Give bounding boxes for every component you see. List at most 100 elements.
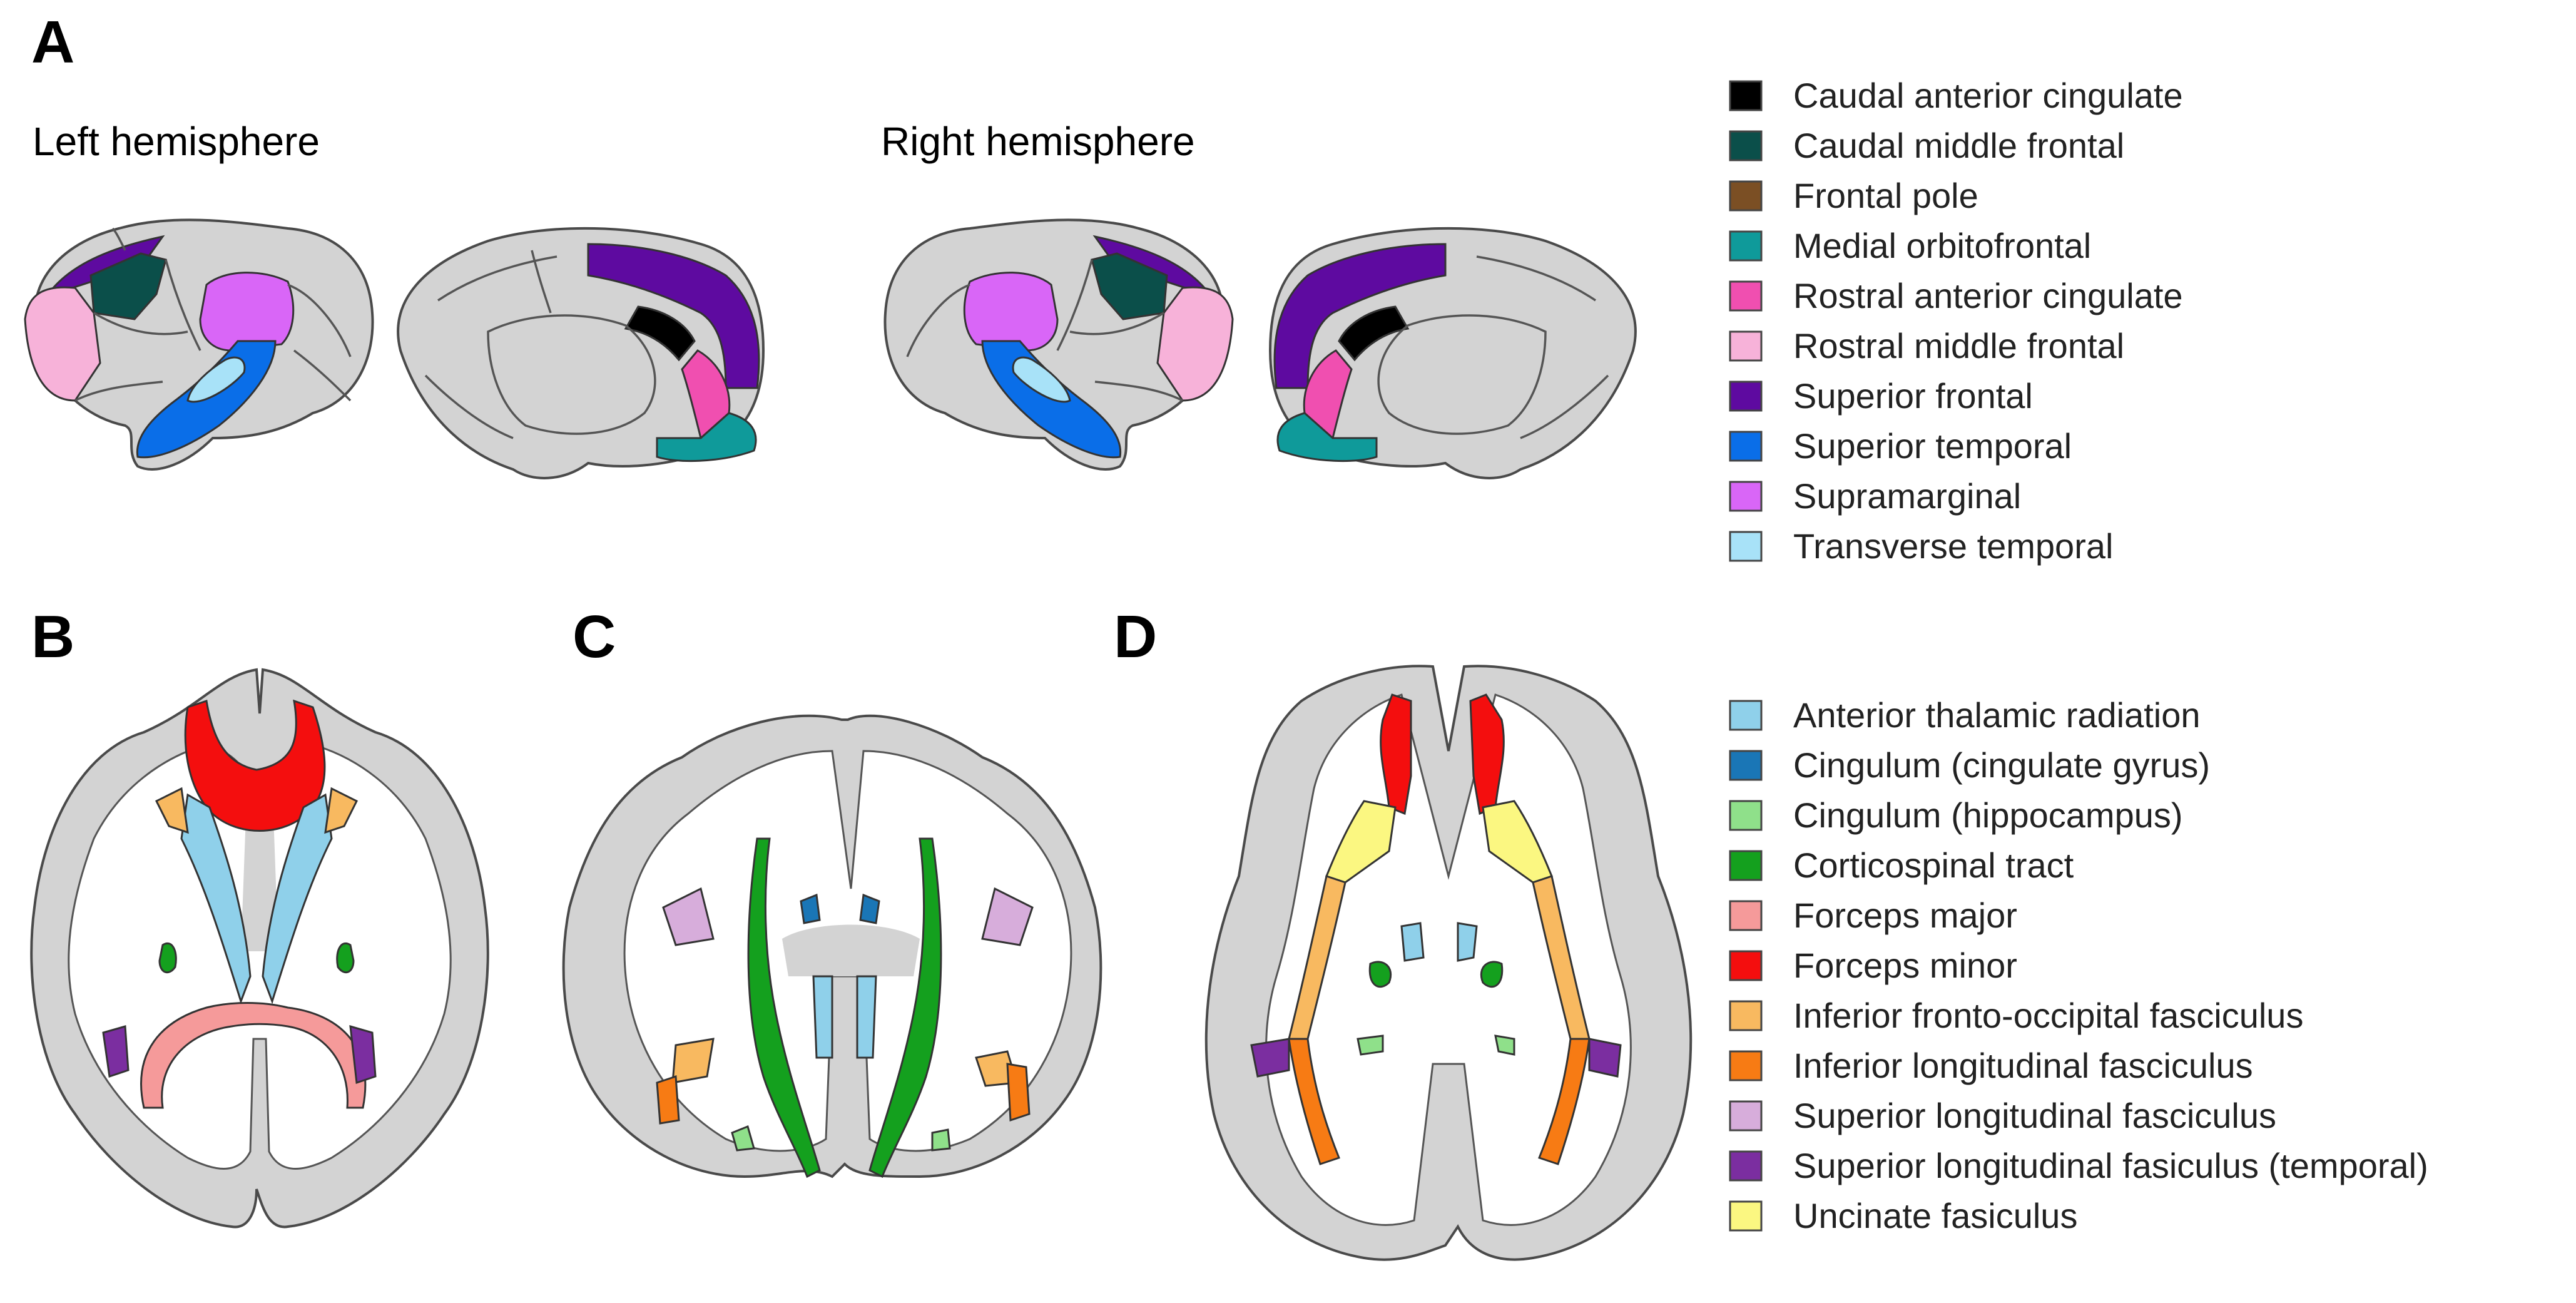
tract-legend-item: Inferior longitudinal fasciculus xyxy=(1729,1046,2253,1085)
tract-legend-item: Cingulum (cingulate gyrus) xyxy=(1729,745,2210,785)
legend-label: Superior temporal xyxy=(1793,426,2072,466)
legend-swatch xyxy=(1729,800,1763,831)
right-hemisphere-title: Right hemisphere xyxy=(881,119,1195,164)
tract-legend-item: Forceps minor xyxy=(1729,946,2017,985)
superior-frontal-medial-right-region xyxy=(1273,243,1447,389)
supramarginal-region xyxy=(199,272,295,352)
panel-a-label: A xyxy=(31,9,74,76)
tract-legend-item: Superior longitudinal fasiculus (tempora… xyxy=(1729,1146,2428,1185)
legend-label: Uncinate fasiculus xyxy=(1793,1196,2077,1235)
legend-label: Caudal anterior cingulate xyxy=(1793,76,2183,115)
ifof-b-right xyxy=(324,787,359,834)
cingulum-gyrus-c-right xyxy=(859,893,880,924)
legend-label: Transverse temporal xyxy=(1793,526,2113,566)
cortical-legend-item: Caudal anterior cingulate xyxy=(1729,76,2183,115)
legend-label: Cingulum (cingulate gyrus) xyxy=(1793,745,2210,785)
legend-swatch xyxy=(1729,700,1763,731)
legend-label: Rostral anterior cingulate xyxy=(1793,276,2183,315)
slf-temporal-b-right xyxy=(349,1025,377,1085)
cortical-legend-item: Superior frontal xyxy=(1729,376,2033,416)
legend-label: Superior longitudinal fasciculus xyxy=(1793,1096,2276,1135)
corticospinal-d-left xyxy=(1368,961,1392,988)
legend-swatch xyxy=(1729,431,1763,462)
anterior-thalamic-radiation-b-left xyxy=(180,793,252,1004)
cortical-legend-item: Transverse temporal xyxy=(1729,526,2113,566)
supramarginal-right-region xyxy=(963,272,1059,352)
medial-orbitofrontal-region xyxy=(656,412,757,462)
legend-label: Supramarginal xyxy=(1793,476,2021,516)
left-hemisphere-title: Left hemisphere xyxy=(33,119,320,164)
atr-c-left xyxy=(812,975,833,1059)
cortical-legend-item: Supramarginal xyxy=(1729,476,2021,516)
cortical-legend-item: Rostral anterior cingulate xyxy=(1729,276,2183,315)
legend-label: Superior longitudinal fasiculus (tempora… xyxy=(1793,1146,2428,1185)
transverse-temporal-right-region xyxy=(1012,356,1071,403)
forceps-minor-d-right xyxy=(1469,693,1505,815)
legend-label: Forceps major xyxy=(1793,896,2017,935)
cortical-legend-item: Medial orbitofrontal xyxy=(1729,226,2091,265)
panel-b-label: B xyxy=(31,603,74,670)
tract-legend-item: Cingulum (hippocampus) xyxy=(1729,795,2183,835)
atr-d-left xyxy=(1400,922,1425,962)
superior-frontal-medial-region xyxy=(587,243,760,389)
cortical-legend: Caudal anterior cingulate Caudal middle … xyxy=(1729,76,2183,566)
atr-c-right xyxy=(856,975,877,1059)
cortical-legend-item: Superior temporal xyxy=(1729,426,2072,466)
coronal-slice-c xyxy=(562,714,1102,1178)
right-lateral-brain xyxy=(883,218,1234,471)
legend-swatch xyxy=(1729,80,1763,111)
legend-swatch xyxy=(1729,381,1763,412)
legend-label: Superior frontal xyxy=(1793,376,2033,416)
corticospinal-d-right xyxy=(1480,961,1504,988)
tract-legend: Anterior thalamic radiation Cingulum (ci… xyxy=(1729,695,2428,1235)
legend-swatch xyxy=(1729,280,1763,312)
legend-label: Cingulum (hippocampus) xyxy=(1793,795,2183,835)
legend-label: Rostral middle frontal xyxy=(1793,326,2124,365)
ifof-b-left xyxy=(155,787,189,834)
superior-frontal-region xyxy=(52,235,165,296)
tract-legend-item: Uncinate fasiculus xyxy=(1729,1196,2077,1235)
caudal-anterior-cingulate-region xyxy=(624,305,696,362)
tract-legend-item: Forceps major xyxy=(1729,896,2017,935)
corticospinal-b-right xyxy=(336,943,355,974)
slf-temporal-b-left xyxy=(102,1025,130,1078)
tract-legend-item: Anterior thalamic radiation xyxy=(1729,695,2201,735)
forceps-minor-d-left xyxy=(1380,693,1412,815)
tract-legend-item: Superior longitudinal fasciculus xyxy=(1729,1096,2276,1135)
legend-swatch xyxy=(1729,330,1763,362)
transverse-temporal-region xyxy=(186,356,246,403)
slf-c-left xyxy=(662,887,715,946)
ilf-d-right xyxy=(1538,1038,1591,1165)
slf-temporal-d-right xyxy=(1588,1038,1622,1078)
ilf-c-right xyxy=(1006,1063,1031,1122)
cingulum-hipp-d-left xyxy=(1357,1035,1384,1056)
axial-slice-b xyxy=(30,668,489,1229)
legend-label: Inferior fronto-occipital fasciculus xyxy=(1793,996,2303,1035)
legend-swatch xyxy=(1729,1050,1763,1081)
legend-swatch xyxy=(1729,1000,1763,1031)
corticospinal-b-left xyxy=(158,943,177,974)
legend-label: Forceps minor xyxy=(1793,946,2017,985)
panel-c-label: C xyxy=(573,603,616,670)
corticospinal-c-left xyxy=(747,837,821,1178)
legend-swatch xyxy=(1729,1100,1763,1132)
cingulum-gyrus-c-left xyxy=(800,893,821,924)
legend-label: Medial orbitofrontal xyxy=(1793,226,2091,265)
ilf-c-left xyxy=(656,1075,680,1125)
ifof-c-left xyxy=(671,1038,715,1084)
legend-swatch xyxy=(1729,900,1763,931)
legend-swatch xyxy=(1729,180,1763,212)
right-medial-brain xyxy=(1268,227,1637,479)
legend-swatch xyxy=(1729,950,1763,981)
slf-temporal-d-left xyxy=(1250,1038,1290,1078)
cingulum-hipp-c-right xyxy=(931,1128,951,1152)
tract-legend-item: Inferior fronto-occipital fasciculus xyxy=(1729,996,2303,1035)
panel-d-label: D xyxy=(1114,603,1157,670)
legend-swatch xyxy=(1729,230,1763,262)
legend-label: Caudal middle frontal xyxy=(1793,126,2124,165)
legend-swatch xyxy=(1729,1150,1763,1182)
cingulum-hipp-c-left xyxy=(731,1125,755,1152)
legend-swatch xyxy=(1729,850,1763,881)
ilf-d-left xyxy=(1288,1038,1340,1165)
